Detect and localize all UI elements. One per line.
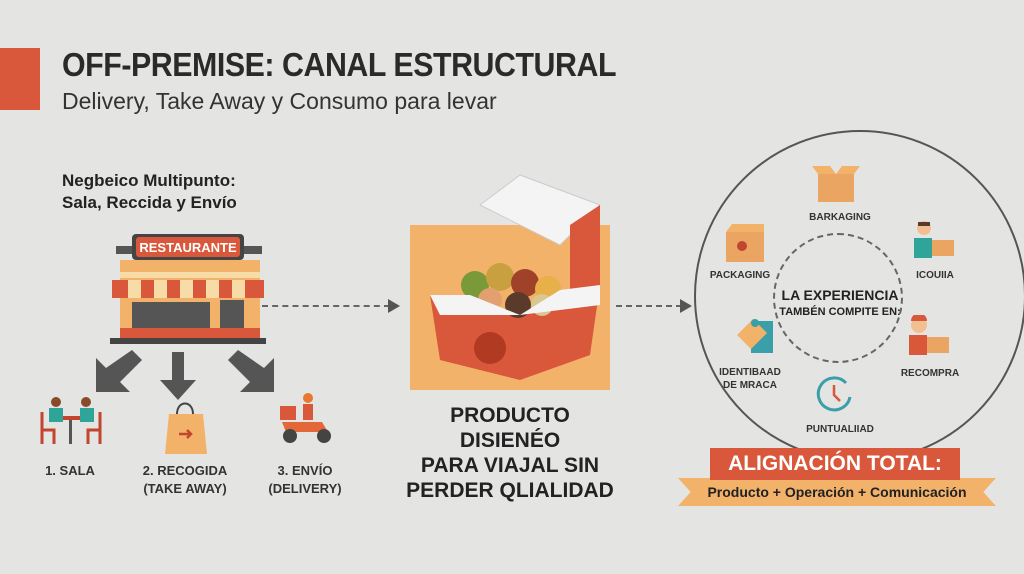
left-heading-line2: Sala, Reccida y Envío bbox=[62, 193, 237, 212]
arrowhead-icon bbox=[388, 299, 400, 313]
page-subtitle: Delivery, Take Away y Consumo para levar bbox=[62, 88, 497, 114]
item-icouiia: ICOUIIA bbox=[916, 270, 954, 281]
restaurant-sign: RESTAURANTE bbox=[139, 240, 237, 255]
arrow-down-icon bbox=[160, 352, 196, 400]
delivery-scooter-icon bbox=[280, 393, 331, 443]
center-line1: LA EXPERIENCIA bbox=[781, 287, 899, 303]
experience-center-text: LA EXPERIENCIA TAMBÉN COMPITE EN: bbox=[760, 287, 920, 321]
channel-arrows bbox=[96, 350, 274, 400]
tag-icon bbox=[737, 319, 773, 353]
item-barkaging: BARKAGING bbox=[809, 212, 871, 223]
channel-sublabel: (DELIVERY) bbox=[268, 481, 342, 496]
product-line: PERDER QLIALIDAD bbox=[406, 479, 614, 502]
arrow-right-icon bbox=[228, 350, 274, 392]
product-line: PRODUCTO bbox=[450, 404, 570, 427]
channel-label: 3. ENVÍO bbox=[277, 463, 333, 478]
left-heading-line1: Negbeico Multipunto: bbox=[62, 171, 236, 190]
product-text: PRODUCTO DISIENÉO PARA VIAJAL SIN PERDER… bbox=[400, 403, 620, 503]
person-repurchase-icon bbox=[909, 315, 949, 355]
box-icon bbox=[812, 166, 860, 202]
food-box-icon bbox=[430, 174, 601, 380]
product-line: DISIENÉO bbox=[459, 429, 561, 452]
packaging-box-icon bbox=[726, 224, 764, 262]
person-box-icon bbox=[914, 221, 954, 258]
restaurant-icon: RESTAURANTE bbox=[110, 234, 266, 344]
left-heading: Negbeico Multipunto: Sala, Reccida y Env… bbox=[62, 170, 237, 214]
channel-label: 2. RECOGIDA bbox=[142, 463, 228, 478]
clock-icon bbox=[816, 376, 852, 412]
accent-bar bbox=[0, 48, 40, 110]
item-puntualidad: PUNTUALIIAD bbox=[806, 424, 874, 435]
alignment-banner: ALIGNACIÓN TOTAL: bbox=[710, 448, 960, 480]
channel-sala: 1. SALA bbox=[20, 462, 120, 480]
channel-label: 1. SALA bbox=[45, 463, 95, 478]
item-packaging: PACKAGING bbox=[709, 270, 771, 281]
inner-dashed-circle bbox=[773, 233, 903, 363]
channel-recogida: 2. RECOGIDA (TAKE AWAY) bbox=[130, 462, 240, 498]
alignment-ribbon: Producto + Operación + Comunicación bbox=[678, 478, 996, 506]
channel-sublabel: (TAKE AWAY) bbox=[143, 481, 227, 496]
product-line: PARA VIAJAL SIN bbox=[420, 454, 600, 477]
arrow-left-icon bbox=[96, 350, 142, 392]
takeaway-bag-icon bbox=[165, 402, 207, 454]
item-recompra: RECOMPRA bbox=[900, 368, 960, 379]
item-line: IDENTIBAAD bbox=[719, 367, 781, 378]
channel-envio: 3. ENVÍO (DELIVERY) bbox=[255, 462, 355, 498]
item-line: DE MRACA bbox=[723, 380, 777, 391]
item-identidad-marca: IDENTIBAAD DE MRACA bbox=[710, 366, 790, 392]
connector-dashed-line bbox=[262, 305, 390, 307]
arrowhead-icon bbox=[680, 299, 692, 313]
connector-dashed-line bbox=[616, 305, 682, 307]
center-line2: TAMBÉN COMPITE EN: bbox=[779, 306, 901, 318]
dining-icon bbox=[40, 397, 102, 444]
page-title: OFF-PREMISE: CANAL ESTRUCTURAL bbox=[62, 46, 617, 83]
